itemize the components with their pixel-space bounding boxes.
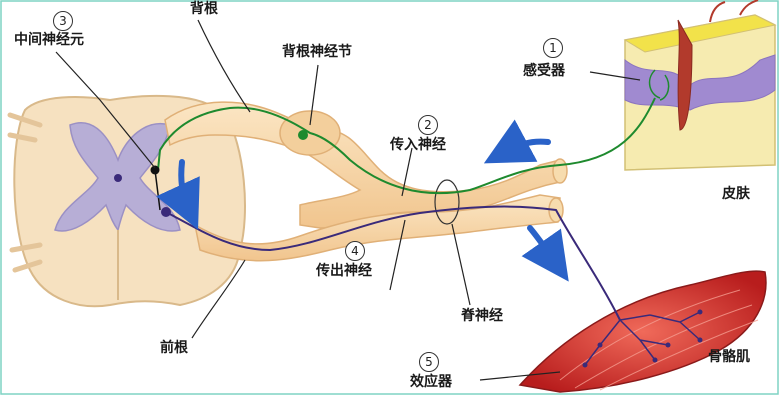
interneuron-cell xyxy=(151,166,160,175)
label-skeletal-muscle: 骨骼肌 xyxy=(708,350,750,364)
label-spinal-nerve: 脊神经 xyxy=(461,309,503,323)
ganglion-cell-body xyxy=(298,130,308,140)
marker-3: 3 xyxy=(53,11,73,31)
label-skin: 皮肤 xyxy=(722,187,750,201)
label-receptor: 感受器 xyxy=(523,64,565,78)
label-afferent-nerve: 传入神经 xyxy=(390,138,446,152)
label-dorsal-root-ganglion: 背根神经节 xyxy=(282,45,352,59)
marker-2: 2 xyxy=(418,115,438,135)
nerve-cut-upper xyxy=(553,159,567,183)
marker-5: 5 xyxy=(419,352,439,372)
afferent-arrow xyxy=(505,142,548,152)
label-dorsal-root: 背根 xyxy=(190,2,218,16)
central-canal xyxy=(114,174,122,182)
skeletal-muscle xyxy=(520,271,766,392)
motor-neuron-cell xyxy=(161,207,171,217)
marker-1: 1 xyxy=(543,38,563,58)
efferent-arrow xyxy=(530,228,555,262)
label-ventral-root: 前根 xyxy=(160,341,188,355)
skin-block xyxy=(625,0,775,170)
label-efferent-nerve: 传出神经 xyxy=(316,264,372,278)
marker-4: 4 xyxy=(345,241,365,261)
label-interneuron: 中间神经元 xyxy=(14,33,84,47)
label-effector: 效应器 xyxy=(410,375,452,389)
